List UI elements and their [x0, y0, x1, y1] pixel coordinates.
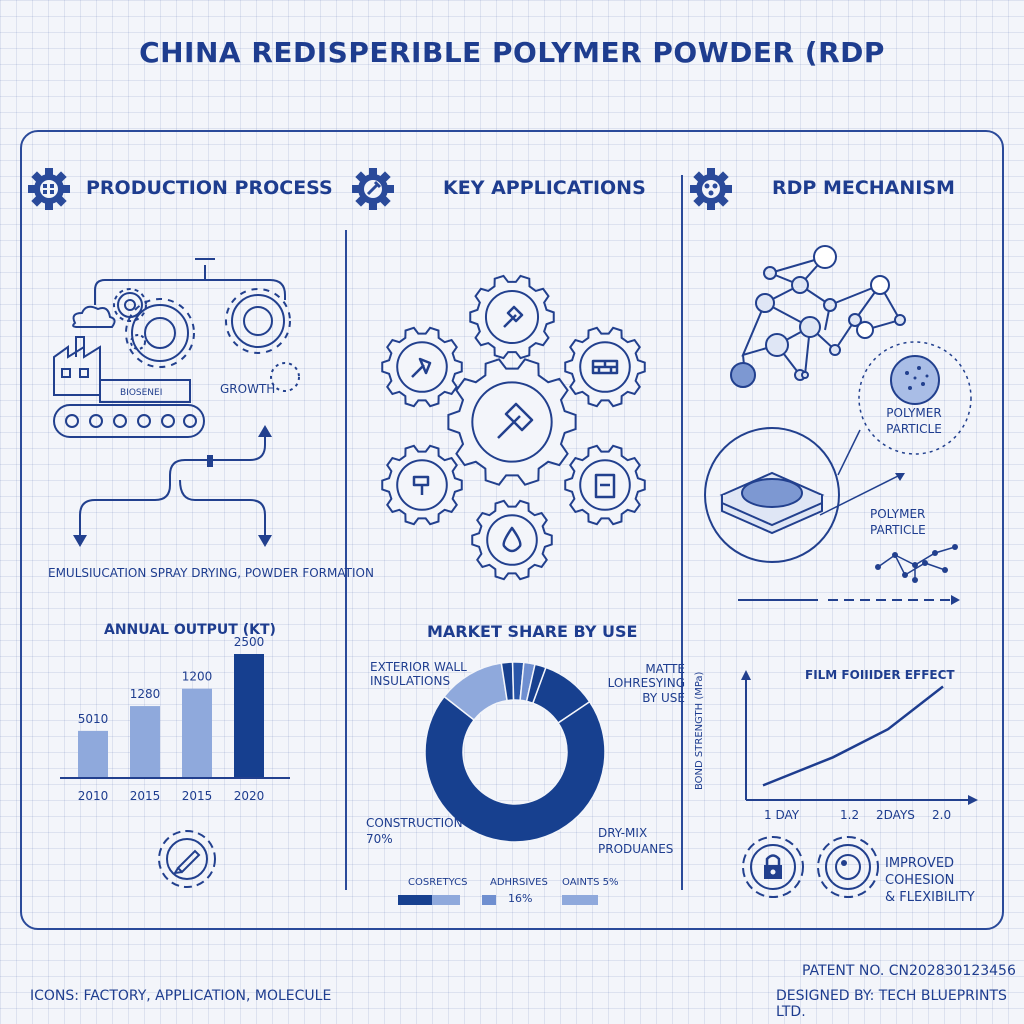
label-exterior-wall: EXTERIOR WALL INSULATIONS [370, 660, 467, 689]
bar-value-label: 1200 [182, 670, 213, 684]
gear-large-1-icon [125, 298, 195, 368]
film-effect-chart [741, 670, 978, 805]
gear-brush-icon [469, 274, 555, 360]
bubble-gear-icon [817, 836, 879, 898]
gear-roller-icon [381, 444, 463, 526]
donut-slice [525, 663, 547, 705]
production-process-diagram: BIOSENEI GROWTH [53, 258, 300, 547]
legend-sub-adhesives: 16% [508, 892, 533, 905]
gear-large-2-icon [225, 288, 291, 354]
market-share-chart [424, 661, 606, 843]
gear-bag-icon [564, 444, 646, 526]
divider-right [681, 175, 683, 890]
bar-category-label: 2020 [234, 789, 265, 803]
bar-value-label: 2500 [234, 635, 265, 649]
section-title-applications: KEY APPLICATIONS [443, 177, 646, 199]
main-frame [20, 130, 1004, 930]
polymer-particle-zoom [858, 341, 972, 455]
legend-swatch-1 [398, 895, 432, 905]
legend-label-adhesives: ADHRSIVES [490, 877, 548, 888]
legend-swatch-4 [562, 895, 598, 905]
label-drymix: DRY-MIX PRODUANES [598, 826, 674, 856]
bar-value-label: 5010 [78, 712, 109, 726]
gear-tools-icon [352, 168, 394, 210]
gear-factory-icon [28, 168, 70, 210]
pencil-gear-icon [158, 830, 216, 888]
valve-icon [195, 258, 215, 280]
footer-icons-note: ICONS: FACTORY, APPLICATION, MOLECULE [30, 988, 332, 1004]
label-construction: CONSTRUCTION 70% [366, 816, 463, 846]
film-x-tick-3: 2DAYS [876, 808, 915, 822]
footer-designed-by: DESIGNED BY: TECH BLUEPRINTS LTD. [776, 988, 1007, 1020]
film-x-tick-1: 1 DAY [764, 808, 800, 822]
pipe-top [94, 279, 286, 305]
gear-drop-icon [471, 499, 553, 581]
legend-swatch-2 [432, 895, 460, 905]
market-share-title: MARKET SHARE BY USE [427, 622, 638, 641]
gear-bricks-icon [564, 326, 646, 408]
conveyor-belt [53, 404, 205, 438]
improved-cohesion-label: IMPROVED COHESION & FLEXIBILITY [885, 856, 975, 905]
bar-3 [234, 654, 264, 778]
polymer-particle-label-1: POLYMER PARTICLE [886, 406, 942, 436]
film-effect-title: FILM FOIIIDER EFFECT [805, 668, 955, 682]
divider-left [345, 230, 347, 890]
annual-output-title: ANNUAL OUTPUT (KT) [104, 622, 276, 638]
footer-patent: PATENT NO. CN202830123456 [802, 963, 1016, 979]
pipe-left [79, 430, 266, 540]
bar-category-label: 2010 [78, 789, 109, 803]
pipe-right [179, 479, 266, 540]
gear-molecule-icon [690, 168, 732, 210]
bar-category-label: 2015 [130, 789, 161, 803]
bar-2 [182, 688, 212, 778]
page-title: CHINA REDISPERIBLE POLYMER POWDER (RDP [139, 36, 885, 69]
polymer-particle-icon [890, 355, 940, 405]
section-title-mechanism: RDP MECHANISM [772, 177, 955, 199]
conveyor-label: BIOSENEI [120, 388, 162, 398]
film-x-tick-2: 1.2 [840, 808, 860, 822]
bar-category-label: 2015 [182, 789, 213, 803]
bar-value-label: 1280 [130, 687, 161, 701]
cloud-icon [72, 305, 116, 328]
conveyor-box [99, 379, 191, 403]
applications-gear-cluster [381, 274, 646, 581]
donut-slice [424, 695, 606, 843]
process-caption: EMULSIUCATION SPRAY DRYING, POWDER FORMA… [48, 566, 374, 580]
gear-tiny-icon [130, 334, 146, 350]
annual-output-chart: 5010 2010 1280 2015 1200 2015 2500 2020 [60, 635, 290, 803]
polymer-film-diagram [704, 427, 958, 583]
section-title-production: PRODUCTION PROCESS [86, 177, 333, 199]
gear-center-brush-icon [447, 358, 577, 486]
molecule-network-diagram [730, 245, 906, 388]
lock-gear-icon [742, 836, 804, 898]
gear-small-icon [113, 288, 147, 322]
dashed-arrow [738, 595, 960, 605]
legend-label-paints: OAINTS 5% [562, 877, 619, 888]
legend-swatch-3 [482, 895, 496, 905]
film-effect-ylabel: BOND STRENGTH (MPa) [694, 671, 705, 790]
film-x-tick-4: 2.0 [932, 808, 952, 822]
bar-1 [130, 706, 160, 778]
polymer-particle-label-2: POLYMER PARTICLE [870, 507, 926, 537]
growth-particle-icon [270, 362, 300, 392]
label-matte: MATTE LOHRESYING BY USE [607, 662, 685, 705]
gear-trowel-icon [381, 326, 463, 408]
legend-label-cosmetics: COSRETYCS [408, 877, 468, 888]
bottom-gears [742, 836, 879, 898]
growth-label: GROWTH [220, 382, 275, 396]
bar-0 [78, 730, 108, 778]
